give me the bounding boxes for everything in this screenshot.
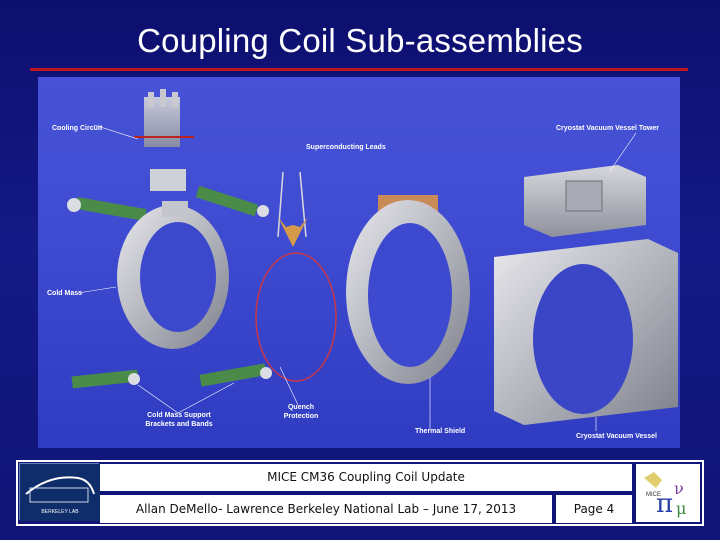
callout-lines xyxy=(77,124,637,431)
label-cold-mass: Cold Mass xyxy=(47,290,83,297)
label-cryostat-vacuum-vessel-tower: Cryostat Vacuum Vessel Tower xyxy=(556,125,659,132)
label-cooling-circuit: Cooling Circuit xyxy=(52,125,103,132)
footer-caption: MICE CM36 Coupling Coil Update xyxy=(100,464,632,491)
support-brackets-top xyxy=(67,185,269,221)
pi-symbol: π xyxy=(656,489,673,519)
lbnl-logo-text: BERKELEY LAB xyxy=(41,509,79,515)
title-divider xyxy=(30,68,688,71)
label-superconducting-leads: Superconducting Leads xyxy=(306,144,386,151)
label-cold-mass-support-line2: Brackets and Bands xyxy=(145,421,213,428)
label-quench-line1: Quench xyxy=(287,404,315,411)
cryostat-tower xyxy=(524,165,646,237)
mice-logo: MICE π ν μ xyxy=(636,464,700,522)
cryostat-vessel xyxy=(494,239,678,425)
label-cold-mass-support: Cold Mass Support Brackets and Bands xyxy=(136,411,222,429)
page-number: Page 4 xyxy=(556,495,632,523)
slide-title: Coupling Coil Sub-assemblies xyxy=(137,22,583,59)
footer-author: Allan DeMello- Lawrence Berkeley Nationa… xyxy=(100,495,552,523)
label-quench-protection: Quench Protection xyxy=(278,403,324,421)
mice-logo-graphic: MICE π ν μ xyxy=(636,464,700,522)
label-cryostat-vacuum-vessel: Cryostat Vacuum Vessel xyxy=(576,433,657,440)
footer-frame xyxy=(16,460,704,526)
mice-logo-text: MICE xyxy=(646,492,661,498)
label-cold-mass-support-line1: Cold Mass Support xyxy=(147,412,211,419)
support-brackets-bottom xyxy=(71,363,272,389)
exploded-assembly-illustration xyxy=(67,89,678,431)
lbnl-logo-graphic: BERKELEY LAB xyxy=(20,464,100,521)
assembly-figure: Cooling Circuit Superconducting Leads Cr… xyxy=(38,77,680,448)
cold-mass-ring xyxy=(117,201,229,349)
label-quench-line2: Protection xyxy=(283,413,319,420)
thermal-shield-ring xyxy=(346,195,470,384)
label-thermal-shield: Thermal Shield xyxy=(415,428,466,435)
nu-symbol: ν xyxy=(674,479,684,498)
superconducting-leads xyxy=(277,171,308,247)
cooling-circuit xyxy=(134,89,194,217)
quench-protection xyxy=(255,252,337,382)
lbnl-logo: BERKELEY LAB xyxy=(19,463,100,521)
mu-symbol: μ xyxy=(676,499,686,518)
